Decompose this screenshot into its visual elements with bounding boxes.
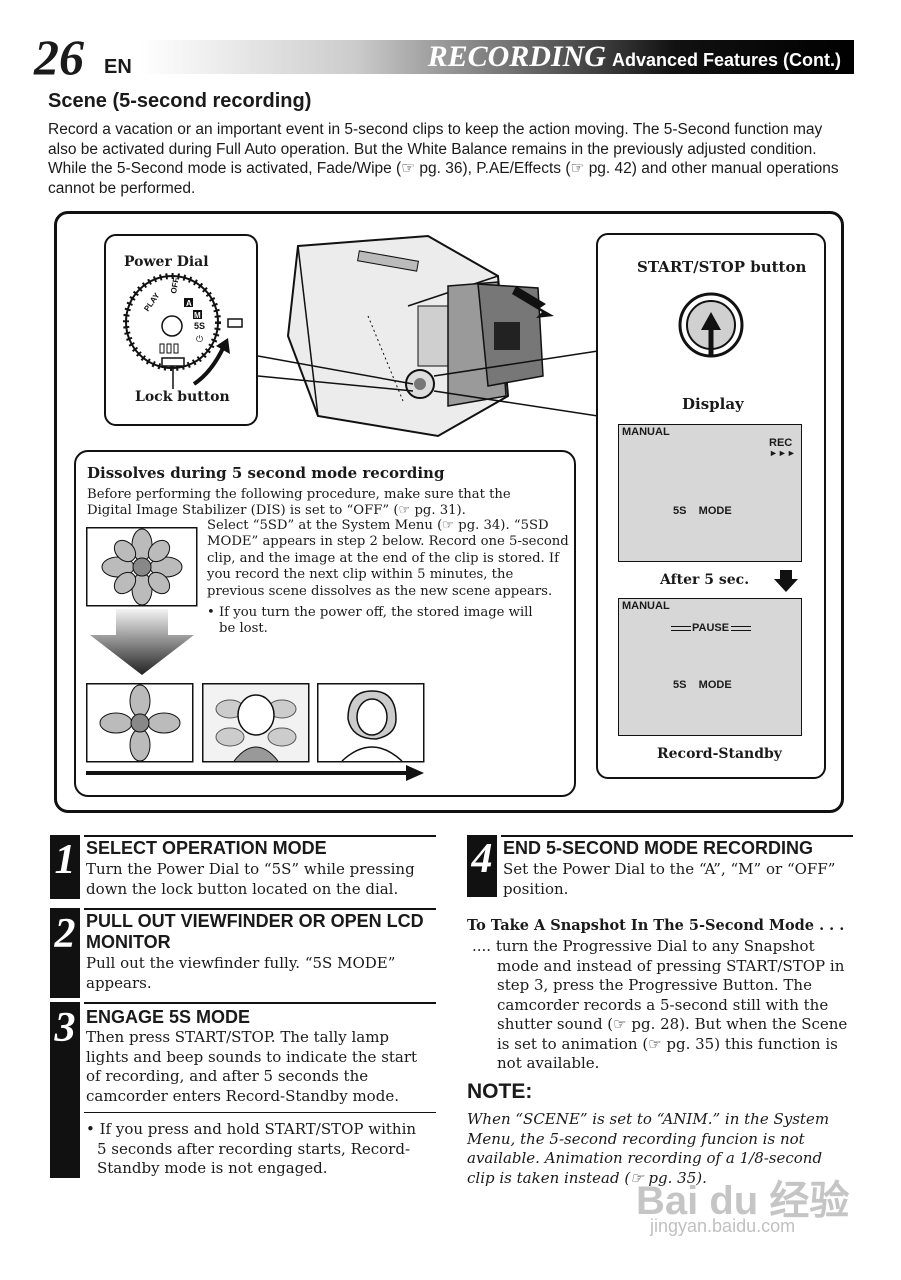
step-1-rule	[84, 835, 436, 837]
note-body: When “SCENE” is set to “ANIM.” in the Sy…	[467, 1110, 830, 1187]
step-3-number: 3	[50, 1002, 80, 1178]
step-3-divider	[84, 1112, 436, 1113]
lcd2-pause: PAUSE	[692, 622, 730, 634]
lcd1-manual: MANUAL	[622, 426, 670, 438]
step-1-body: Turn the Power Dial to “5S” while pressi…	[86, 860, 415, 898]
watermark-logo: Bai du 经验	[636, 1179, 850, 1223]
display-label: Display	[682, 395, 744, 413]
step-3-title: ENGAGE 5S MODE	[86, 1007, 251, 1027]
step-2-body: Pull out the viewfinder fully. “5S MODE”…	[86, 954, 396, 992]
step-3-bullet: • If you press and hold START/STOP withi…	[86, 1120, 417, 1177]
camcorder-illustration	[258, 234, 598, 438]
step-2-number: 2	[50, 908, 80, 998]
step-4-body: Set the Power Dial to the “A”, “M” or “O…	[503, 860, 836, 898]
step-3-rule	[84, 1002, 436, 1004]
after-5-sec-label: After 5 sec.	[660, 572, 750, 588]
dial-5s-mark: 5S	[194, 321, 205, 331]
pause-bar-left	[671, 626, 691, 631]
svg-text:⏻: ⏻	[196, 334, 203, 344]
dissolve-para2: Select “5SD” at the System Menu (☞ pg. 3…	[207, 518, 569, 599]
step-1-number: 1	[50, 835, 80, 899]
step-2-title: PULL OUT VIEWFINDER OR OPEN LCD MONITOR	[86, 911, 424, 952]
step-4-rule	[501, 835, 853, 837]
intro-paragraph: Record a vacation or an important event …	[48, 121, 839, 197]
power-dial-illustration: PLAY OFF A M 5S ⏻	[123, 273, 243, 389]
lock-button-label: Lock button	[135, 389, 230, 405]
down-arrow-icon	[774, 570, 798, 592]
record-standby-label: Record-Standby	[657, 746, 782, 762]
step-4-number: 4	[467, 835, 497, 897]
subsection-name: Advanced Features (Cont.)	[611, 50, 841, 70]
start-stop-label: START/STOP button	[637, 258, 807, 276]
step-3-body: Then press START/STOP. The tally lamp li…	[86, 1028, 418, 1105]
lcd1-rec: REC	[769, 437, 793, 449]
step-1-title: SELECT OPERATION MODE	[86, 838, 327, 858]
step-2-rule	[84, 908, 436, 910]
dissolve-para1: Before performing the following procedur…	[87, 487, 511, 519]
dial-a-mark: A	[186, 299, 192, 308]
section-name: RECORDING	[427, 40, 606, 73]
lcd-screen-standby: MANUAL PAUSE 5S MODE	[618, 598, 802, 736]
figure-frame	[54, 211, 844, 813]
lcd-screen-recording: MANUAL REC ►►► 5S MODE	[618, 424, 802, 562]
dissolve-bullet: • If you turn the power off, the stored …	[207, 605, 533, 637]
dissolve-title: Dissolves during 5 second mode recording	[87, 464, 445, 482]
watermark-url: jingyan.baidu.com	[650, 1216, 796, 1236]
pause-bar-right	[731, 626, 751, 631]
lcd1-arrows: ►►►	[769, 448, 796, 458]
snapshot-body: .... turn the Progressive Dial to any Sn…	[472, 937, 848, 1072]
lcd1-mode: 5S MODE	[673, 505, 732, 517]
note-title: NOTE:	[467, 1080, 533, 1103]
lcd2-mode: 5S MODE	[673, 679, 732, 691]
section-title: Scene (5-second recording)	[48, 90, 312, 112]
header-bar	[140, 40, 854, 74]
start-stop-button	[678, 292, 744, 358]
step-4-title: END 5-SECOND MODE RECORDING	[503, 838, 814, 858]
dial-m-mark: M	[194, 311, 201, 320]
language-code: EN	[104, 56, 132, 78]
power-dial-label: Power Dial	[124, 254, 209, 270]
dissolve-sequence	[86, 683, 425, 781]
dial-off-mark: OFF	[169, 277, 181, 294]
page-number: 26	[34, 29, 84, 85]
flower-and-gradient-arrow	[86, 527, 198, 675]
lcd2-manual: MANUAL	[622, 600, 670, 612]
snapshot-title: To Take A Snapshot In The 5-Second Mode …	[467, 917, 845, 934]
